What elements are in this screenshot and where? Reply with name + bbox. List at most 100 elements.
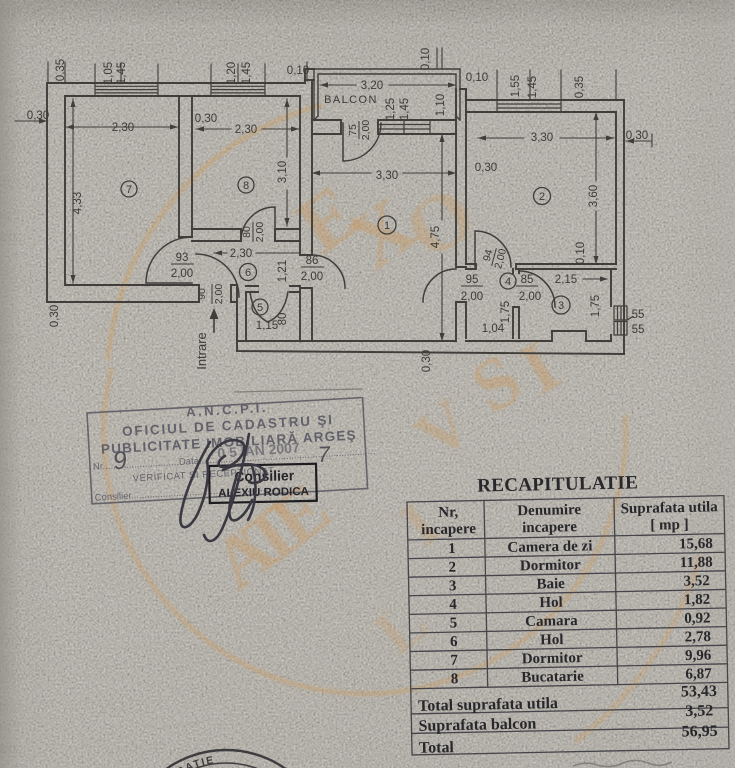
svg-text:95: 95	[466, 274, 479, 286]
svg-text:15,68: 15,68	[679, 536, 713, 553]
svg-text:93: 93	[176, 252, 189, 264]
svg-text:3,52: 3,52	[683, 573, 710, 590]
svg-text:1: 1	[384, 220, 390, 232]
svg-text:2,78: 2,78	[684, 629, 711, 646]
svg-text:Camara: Camara	[525, 613, 578, 630]
svg-text:0,10: 0,10	[466, 72, 488, 84]
svg-text:3: 3	[449, 578, 457, 594]
svg-text:1,75: 1,75	[590, 295, 602, 317]
svg-text:0,30: 0,30	[421, 350, 433, 372]
svg-text:8: 8	[451, 671, 459, 687]
svg-text:11,88: 11,88	[680, 554, 713, 571]
svg-text:1,82: 1,82	[684, 592, 711, 609]
svg-text:4: 4	[449, 597, 457, 613]
svg-text:4,33: 4,33	[72, 192, 84, 214]
svg-text:1,45: 1,45	[527, 76, 539, 98]
svg-text:1,15: 1,15	[256, 320, 278, 332]
svg-text:2,30: 2,30	[230, 248, 252, 260]
svg-text:7: 7	[126, 184, 132, 196]
svg-text:2,00: 2,00	[171, 268, 193, 280]
svg-text:0 5 IAN 2007: 0 5 IAN 2007	[217, 439, 301, 461]
svg-text:Total suprafata utila: Total suprafata utila	[418, 695, 558, 715]
svg-text:3,52: 3,52	[685, 702, 713, 720]
svg-text:0,10: 0,10	[420, 48, 432, 70]
svg-text:1,45: 1,45	[116, 62, 128, 84]
svg-text:A.N.C.P.I.: A.N.C.P.I.	[186, 400, 269, 420]
svg-text:3,10: 3,10	[277, 161, 289, 183]
svg-text:Intrare: Intrare	[194, 332, 209, 370]
svg-text:0,30: 0,30	[27, 110, 49, 122]
svg-text:2: 2	[539, 191, 545, 203]
svg-text:0,35: 0,35	[55, 59, 67, 81]
svg-text:3,30: 3,30	[531, 132, 553, 144]
svg-text:2,00: 2,00	[492, 247, 509, 270]
svg-text:3,60: 3,60	[588, 185, 600, 207]
svg-text:4: 4	[505, 276, 511, 288]
svg-text:0,30: 0,30	[475, 162, 497, 174]
svg-text:6: 6	[450, 634, 458, 650]
svg-text:55: 55	[632, 309, 645, 321]
svg-text:2,00: 2,00	[461, 291, 483, 303]
svg-text:3: 3	[558, 300, 564, 312]
svg-text:4,75: 4,75	[430, 226, 442, 248]
svg-text:80: 80	[241, 226, 253, 238]
svg-text:5: 5	[450, 615, 458, 631]
svg-text:2,00: 2,00	[213, 284, 225, 305]
svg-text:1,20: 1,20	[226, 62, 238, 84]
svg-text:1,45: 1,45	[241, 62, 253, 84]
svg-text:1: 1	[448, 541, 456, 557]
svg-text:1,75: 1,75	[500, 301, 512, 323]
svg-text:7: 7	[317, 441, 331, 467]
svg-text:Dormitor: Dormitor	[520, 557, 581, 574]
svg-text:55: 55	[632, 324, 645, 336]
svg-text:1,45: 1,45	[399, 98, 411, 120]
svg-text:1,55: 1,55	[510, 75, 522, 97]
svg-text:0,30: 0,30	[49, 305, 61, 327]
svg-text:Denumire: Denumire	[517, 502, 582, 519]
svg-text:94: 94	[481, 248, 496, 263]
svg-text:Suprafata balcon: Suprafata balcon	[418, 715, 536, 734]
svg-text:2,30: 2,30	[112, 122, 134, 134]
svg-text:Hol: Hol	[539, 595, 563, 611]
svg-text:Baie: Baie	[536, 576, 565, 593]
svg-text:75: 75	[347, 124, 359, 136]
svg-text:85: 85	[521, 274, 534, 286]
svg-text:1,05: 1,05	[103, 62, 115, 84]
svg-text:8: 8	[243, 180, 249, 192]
svg-text:Hol: Hol	[540, 632, 564, 648]
svg-text:RECAPITULATIE: RECAPITULATIE	[477, 472, 638, 496]
svg-text:2,00: 2,00	[301, 271, 323, 283]
svg-text:2,00: 2,00	[254, 222, 266, 243]
svg-text:6: 6	[245, 267, 251, 279]
svg-text:9,96: 9,96	[685, 648, 712, 665]
svg-text:incapere: incapere	[421, 521, 476, 538]
svg-text:3,20: 3,20	[361, 80, 383, 92]
svg-text:Suprafata utila: Suprafata utila	[620, 499, 718, 517]
svg-text:0,30: 0,30	[195, 113, 217, 125]
svg-text:[ mp ]: [ mp ]	[650, 517, 689, 534]
svg-text:5: 5	[257, 302, 263, 314]
svg-text:2,00: 2,00	[519, 291, 541, 303]
svg-text:0,10: 0,10	[287, 65, 309, 77]
svg-text:Dormitor: Dormitor	[522, 650, 583, 667]
svg-text:1,04: 1,04	[482, 323, 505, 335]
svg-text:Camera de zi: Camera de zi	[507, 538, 592, 556]
svg-text:0,35: 0,35	[574, 76, 586, 98]
svg-text:6,87: 6,87	[685, 666, 712, 683]
svg-text:1,25: 1,25	[385, 98, 397, 120]
svg-text:incapere: incapere	[522, 519, 577, 536]
svg-text:3,30: 3,30	[376, 170, 398, 182]
svg-text:1,10: 1,10	[435, 94, 447, 116]
svg-text:80: 80	[277, 313, 289, 326]
svg-text:2,15: 2,15	[555, 274, 577, 286]
svg-text:0,30: 0,30	[626, 130, 648, 142]
svg-text:53,43: 53,43	[681, 683, 717, 701]
svg-text:Bucatarie: Bucatarie	[521, 669, 584, 686]
svg-text:2,00: 2,00	[360, 120, 372, 141]
svg-text:Total: Total	[419, 739, 455, 757]
svg-text:90: 90	[196, 288, 208, 300]
svg-text:ALEXIU RODICA: ALEXIU RODICA	[218, 486, 309, 500]
svg-text:7: 7	[450, 653, 458, 669]
svg-text:9: 9	[111, 446, 129, 476]
svg-text:0,10: 0,10	[575, 242, 587, 264]
